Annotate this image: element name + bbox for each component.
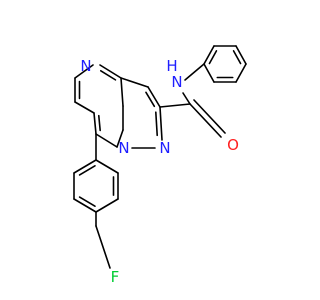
bond-phenyl-double-1 — [232, 50, 242, 65]
bond-n-bridge-c3a — [116, 129, 124, 148]
atom-label-pyrazole-n: N — [159, 139, 170, 157]
atom-label-amide-n: N — [171, 73, 182, 91]
bond-nh-phenyl — [184, 63, 205, 81]
bond-phenyl-0 — [203, 45, 215, 65]
bond-c3-c2 — [147, 86, 161, 108]
bond-n1-c4-double — [99, 69, 117, 81]
atom-label-pyrimidine-n: N — [80, 57, 91, 75]
bond-fluorophenyl-0 — [73, 159, 97, 174]
bond-n1-c4 — [99, 64, 122, 79]
molecule-structure: N N N N H O F — [73, 45, 247, 286]
bond-carbonyl-o — [189, 103, 222, 138]
bond-c7-n-bridge — [95, 133, 118, 148]
bond-aryl-f — [95, 225, 111, 269]
bond-fluorophenyl-double-0 — [78, 165, 96, 176]
bond-fluorophenyl-double-1 — [78, 196, 96, 207]
bond-n1-c5 — [74, 64, 94, 79]
bond-fluorophenyl-3 — [95, 198, 119, 213]
bond-c6-c7 — [74, 101, 95, 114]
bond-fluorophenyl-5 — [95, 159, 119, 174]
atom-label-amide-h: H — [166, 57, 177, 75]
bond-carbonyl-nh — [182, 92, 191, 105]
bond-c7-c7b — [93, 112, 97, 135]
bond-carbonyl-o-double — [193, 99, 226, 134]
bond-phenyl-double-0 — [208, 50, 218, 65]
bond-phenyl-5 — [203, 63, 215, 83]
atom-labels: N N N N H O F — [80, 57, 239, 286]
bond-c3-c2-double — [145, 91, 156, 108]
atom-label-fluorine: F — [111, 268, 120, 286]
bond-c2-n2-double — [155, 111, 159, 137]
atom-label-bridgehead-n: N — [118, 139, 129, 157]
bonds — [73, 45, 247, 269]
bond-c2-carbonyl — [159, 103, 191, 108]
bond-c3a-c3 — [120, 77, 149, 88]
bond-c4-c3a — [120, 77, 124, 107]
molecule-canvas: N N N N H O F — [73, 45, 247, 286]
atom-label-carbonyl-o: O — [227, 136, 239, 154]
bond-fluorophenyl-2 — [73, 198, 97, 213]
bond-c7-c7b-double — [97, 114, 101, 132]
bond-c2-n2 — [159, 106, 163, 141]
bond-phenyl-2 — [235, 45, 247, 65]
bond-phenyl-3 — [235, 63, 247, 83]
